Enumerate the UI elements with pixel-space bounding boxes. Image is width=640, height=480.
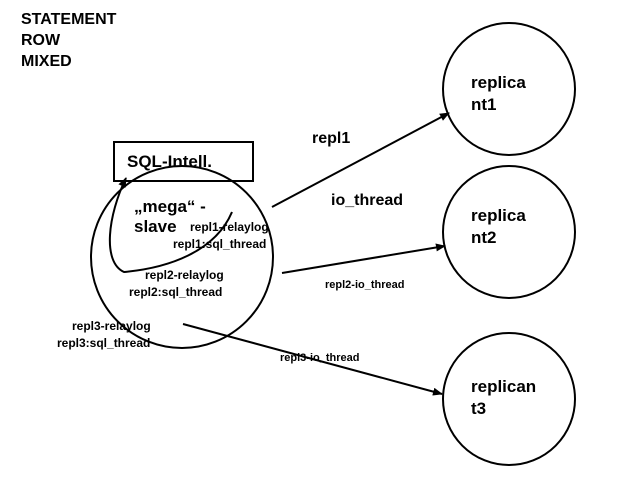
replica-1-node (442, 22, 576, 156)
repl3-io-thread-label: repl3-io_thread (280, 352, 360, 364)
arrow-repl2 (281, 243, 446, 274)
repl3-sql-thread-label: repl3:sql_thread (57, 336, 151, 350)
arrow-repl1 (271, 112, 450, 208)
repl1-relaylog-label: repl1-relaylog (190, 220, 269, 234)
replica-1-label-line1: replica (471, 73, 526, 92)
mega-slave-label-line2: slave (134, 217, 177, 236)
sql-intell-label: SQL-Intell. (127, 152, 212, 171)
repl2-sql-thread-label: repl2:sql_thread (129, 285, 223, 299)
replica-2-label-line1: replica (471, 206, 526, 225)
replica-3-label-line1: replican (471, 377, 537, 396)
repl3-relaylog-label: repl3-relaylog (72, 319, 151, 333)
replica-3-label-line2: t3 (471, 399, 487, 418)
replica-2-node (442, 165, 576, 299)
sql-intell-box (113, 141, 254, 182)
repl1-arrow-label: repl1 (312, 130, 351, 147)
replica-3-node (442, 332, 576, 466)
repl1-sql-thread-label: repl1:sql_thread (173, 237, 267, 251)
repl2-relaylog-label: repl2-relaylog (145, 268, 224, 282)
format-statement: STATEMENT (21, 11, 117, 28)
arrow-repl3 (182, 323, 443, 396)
repl2-io-thread-label: repl2-io_thread (325, 279, 405, 291)
format-row: ROW (21, 32, 61, 49)
replica-2-label-line2: nt2 (471, 228, 497, 247)
sql-intell-loop-arrow (108, 177, 233, 274)
mega-slave-node (90, 165, 274, 349)
replica-1-label-line2: nt1 (471, 95, 497, 114)
format-mixed: MIXED (21, 53, 72, 70)
mega-slave-label-line1: „mega“ - (134, 197, 206, 216)
io-thread-label: io_thread (331, 192, 404, 209)
